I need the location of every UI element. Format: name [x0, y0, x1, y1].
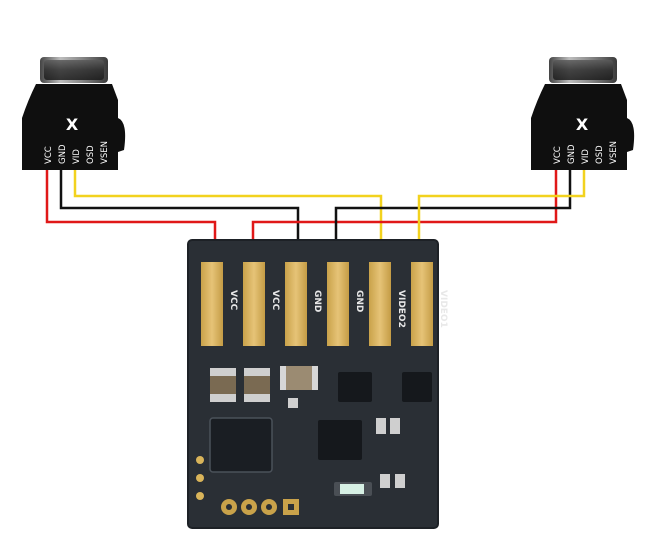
qfn-chip	[209, 417, 273, 473]
lens-barrel	[553, 60, 613, 80]
pin-label-vsen: VSEN	[609, 141, 619, 164]
via	[196, 474, 204, 482]
pad-video2	[369, 262, 391, 346]
solder-pads: VCC VCC GND GND VIDEO2 VIDEO1	[201, 262, 448, 346]
pad-gnd	[285, 262, 307, 346]
camera-body	[22, 84, 126, 170]
capacitor	[244, 368, 270, 402]
camera-body	[531, 84, 635, 170]
header-pins	[221, 499, 299, 515]
pin-label-vid: VID	[72, 149, 82, 164]
camera-pin-labels: VCC GND VID OSD VSEN	[44, 141, 110, 164]
camera-right: X VCC GND VID OSD VSEN	[531, 57, 635, 170]
pin-label-vid: VID	[581, 149, 591, 164]
lens-barrel	[44, 60, 104, 80]
wire-left-vid	[73, 170, 383, 262]
pad-vcc	[243, 262, 265, 346]
wire-left-gnd	[59, 170, 300, 262]
capacitor	[210, 368, 236, 402]
pad-label: VIDEO1	[438, 290, 448, 328]
ic-chip	[338, 372, 372, 402]
via	[196, 456, 204, 464]
wire-right-vid	[417, 170, 586, 262]
camera-left: X VCC GND VID OSD VSEN	[22, 57, 126, 170]
pad-gnd	[327, 262, 349, 346]
pin-label-gnd: GND	[567, 144, 577, 164]
via	[196, 492, 204, 500]
camera-logo: X	[66, 115, 79, 134]
vtx-board: VCC VCC GND GND VIDEO2 VIDEO1	[187, 239, 448, 529]
inductor	[280, 366, 318, 390]
pin-label-vcc: VCC	[44, 146, 54, 164]
ic-chip	[402, 372, 432, 402]
pin-label-gnd: GND	[58, 144, 68, 164]
pin-label-vsen: VSEN	[100, 141, 110, 164]
ic-chip	[318, 420, 362, 460]
components	[196, 366, 432, 515]
camera-logo: X	[576, 115, 589, 134]
pad-video1	[411, 262, 433, 346]
wire-right-gnd	[334, 170, 572, 262]
camera-pin-labels: VCC GND VID OSD VSEN	[553, 141, 619, 164]
pin-label-osd: OSD	[86, 145, 96, 164]
pad-label: VIDEO2	[396, 290, 406, 328]
pad-label: GND	[312, 290, 322, 312]
pin-label-vcc: VCC	[553, 146, 563, 164]
pad-vcc	[201, 262, 223, 346]
pad-label: GND	[354, 290, 364, 312]
pad-label: VCC	[270, 290, 280, 311]
pin-label-osd: OSD	[595, 145, 605, 164]
pad-label: VCC	[228, 290, 238, 311]
